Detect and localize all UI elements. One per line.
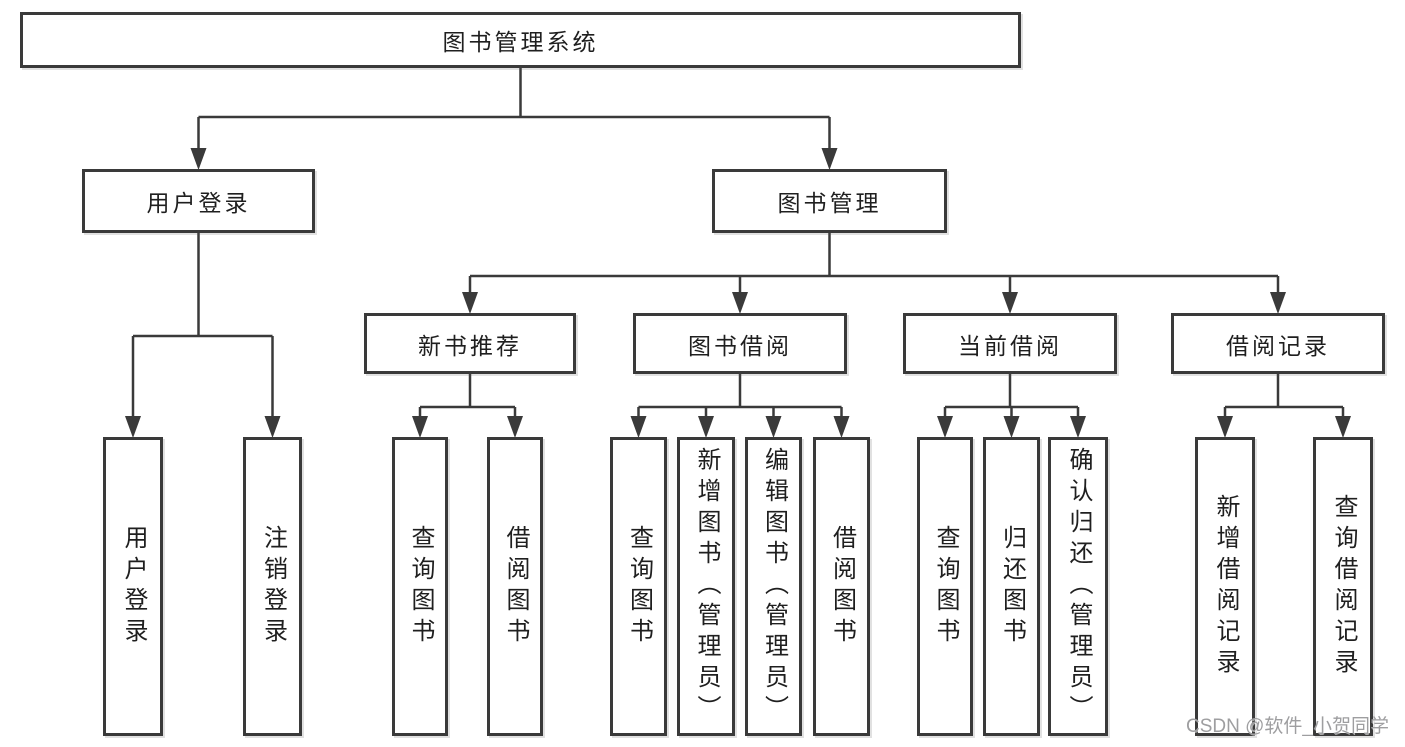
node-label-leaf-edit-books-admin: 编辑图书（管理员）	[760, 447, 788, 726]
node-label-borrowing-records: 借阅记录	[1226, 332, 1330, 359]
node-current-borrowing: 当前借阅	[903, 313, 1117, 374]
node-leaf-logout: 注销登录	[243, 437, 302, 736]
node-label-book-management: 图书管理	[777, 190, 882, 216]
node-book-management: 图书管理	[712, 169, 947, 233]
node-leaf-confirm-return: 确认归还（管理员）	[1048, 437, 1108, 736]
node-label-leaf-borrow-books-bor: 借阅图书	[828, 524, 856, 649]
node-leaf-edit-books-admin: 编辑图书（管理员）	[745, 437, 802, 736]
node-leaf-add-books-admin: 新增图书（管理员）	[677, 437, 735, 736]
node-label-book-borrowing: 图书借阅	[688, 332, 792, 359]
node-label-leaf-return-books: 归还图书	[998, 524, 1026, 649]
node-leaf-return-books: 归还图书	[983, 437, 1040, 736]
node-label-root: 图书管理系统	[442, 29, 599, 55]
node-book-borrowing: 图书借阅	[633, 313, 847, 374]
node-label-leaf-query-books-cur: 查询图书	[932, 524, 959, 649]
node-label-leaf-confirm-return: 确认归还（管理员）	[1065, 447, 1092, 726]
node-new-book-recommend: 新书推荐	[364, 313, 576, 374]
node-leaf-borrow-books-bor: 借阅图书	[813, 437, 870, 736]
node-user-login: 用户登录	[82, 169, 315, 233]
node-label-leaf-add-borrow-record: 新增借阅记录	[1212, 493, 1239, 680]
node-label-leaf-logout: 注销登录	[259, 524, 287, 649]
node-label-leaf-borrow-books-rec: 借阅图书	[502, 524, 529, 649]
node-leaf-query-borrow-record: 查询借阅记录	[1313, 437, 1373, 736]
watermark: CSDN @软件_小贺同学	[1186, 716, 1389, 737]
node-label-user-login: 用户登录	[146, 190, 251, 216]
node-label-leaf-user-login: 用户登录	[120, 524, 147, 649]
node-label-leaf-query-books-rec: 查询图书	[407, 524, 434, 649]
node-root: 图书管理系统	[20, 12, 1021, 68]
node-leaf-borrow-books-rec: 借阅图书	[487, 437, 543, 736]
node-leaf-add-borrow-record: 新增借阅记录	[1195, 437, 1255, 736]
node-label-leaf-query-borrow-record: 查询借阅记录	[1330, 493, 1357, 680]
node-label-leaf-add-books-admin: 新增图书（管理员）	[693, 447, 720, 726]
node-borrowing-records: 借阅记录	[1171, 313, 1385, 374]
node-leaf-query-books-cur: 查询图书	[917, 437, 973, 736]
node-label-leaf-query-books-bor: 查询图书	[625, 524, 653, 649]
node-leaf-user-login: 用户登录	[103, 437, 163, 736]
node-leaf-query-books-bor: 查询图书	[610, 437, 667, 736]
node-label-current-borrowing: 当前借阅	[958, 332, 1062, 359]
node-label-new-book-recommend: 新书推荐	[418, 332, 522, 359]
node-leaf-query-books-rec: 查询图书	[392, 437, 448, 736]
